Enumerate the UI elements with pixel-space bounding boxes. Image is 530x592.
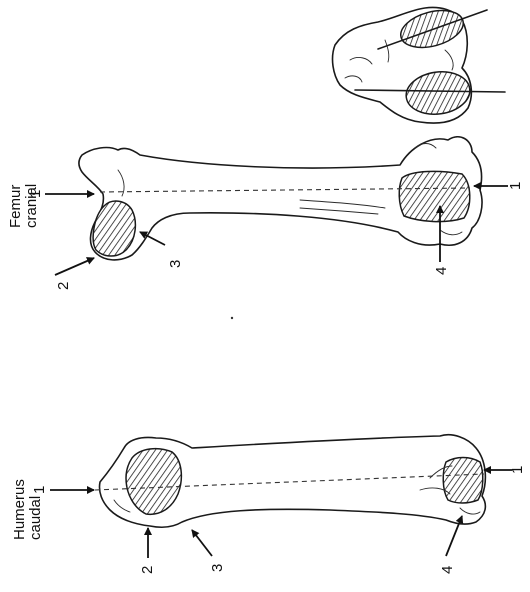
femur-marker-3: 3	[167, 260, 184, 268]
stray-dot	[231, 317, 233, 319]
humerus-title-line1: Humerus	[11, 479, 28, 540]
femur-marker-2: 2	[55, 282, 72, 290]
femur-cranial-view	[79, 137, 482, 260]
condyle-lower	[403, 68, 472, 118]
humerus-marker-3: 3	[209, 564, 226, 572]
humeral-head	[126, 449, 181, 515]
femur-marker-4: 4	[433, 267, 450, 275]
humerus-title-line2: caudal	[27, 496, 44, 540]
femoral-head	[93, 201, 135, 256]
humerus-distal-articular	[443, 458, 483, 504]
femur-marker-1-right: 1	[507, 182, 524, 190]
femur-distal-end-view	[333, 4, 505, 123]
axis-line-lower	[355, 90, 505, 92]
humerus-marker-1-right: 1	[509, 466, 526, 474]
humerus-marker-1-left: 1	[31, 486, 48, 494]
femur-title-line1: Femur	[7, 185, 24, 228]
humerus-marker-4: 4	[439, 566, 456, 574]
femur-title-line2: cranial	[23, 184, 40, 228]
humerus-caudal-view	[95, 435, 485, 527]
femur-distal-articular	[399, 171, 470, 221]
humerus-marker-2: 2	[139, 566, 156, 574]
